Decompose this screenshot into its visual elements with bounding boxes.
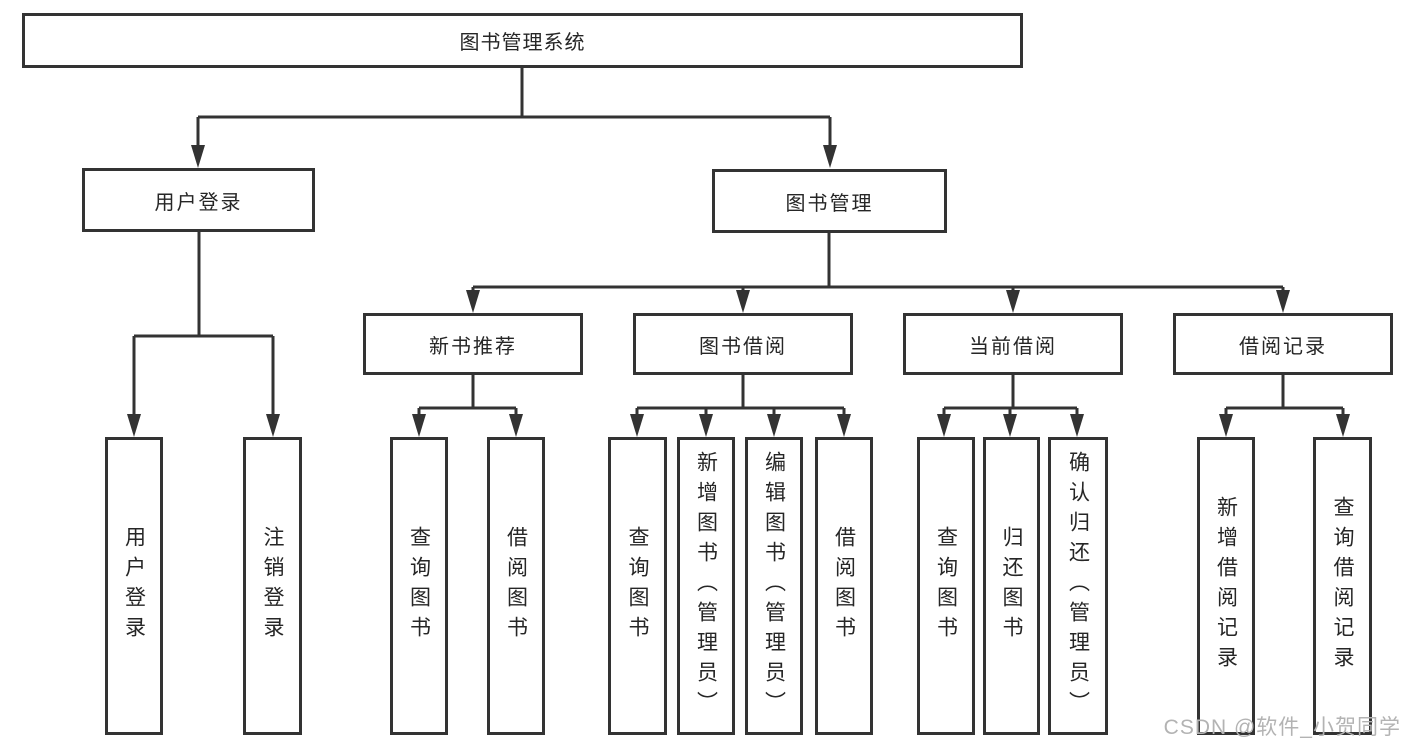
leaf-borrow-query-books-label: 查询图书 — [626, 526, 649, 646]
arrowheads — [127, 145, 1350, 437]
node-book-borrowing-label: 图书借阅 — [699, 335, 787, 358]
leaf-current-query-books-label: 查询图书 — [934, 526, 958, 646]
leaf-borrow-books-label: 借阅图书 — [832, 526, 856, 646]
node-user-login-label: 用户登录 — [154, 191, 243, 214]
leaf-add-books-admin-label: 新增图书（管理员） — [694, 451, 718, 721]
leaf-edit-books-admin: 编辑图书（管理员） — [745, 437, 803, 735]
leaf-current-query-books: 查询图书 — [917, 437, 975, 735]
node-current-borrowing-label: 当前借阅 — [969, 335, 1057, 358]
node-root-system: 图书管理系统 — [22, 13, 1023, 68]
node-book-management: 图书管理 — [712, 169, 947, 233]
leaf-query-borrow-record: 查询借阅记录 — [1313, 437, 1372, 735]
csdn-watermark: CSDN @软件_小贺同学 — [1163, 716, 1401, 739]
leaf-borrow-query-books: 查询图书 — [608, 437, 667, 735]
leaf-return-books-label: 归还图书 — [1000, 526, 1023, 646]
node-new-book-recommend: 新书推荐 — [363, 313, 583, 375]
leaf-newbook-borrow-books-label: 借阅图书 — [504, 526, 528, 646]
leaf-edit-books-admin-label: 编辑图书（管理员） — [762, 451, 786, 721]
node-borrowing-records-label: 借阅记录 — [1239, 335, 1327, 358]
leaf-logout: 注销登录 — [243, 437, 302, 735]
leaf-newbook-borrow-books: 借阅图书 — [487, 437, 545, 735]
leaf-add-borrow-record-label: 新增借阅记录 — [1214, 496, 1238, 676]
leaf-user-login-label: 用户登录 — [122, 526, 146, 646]
leaf-borrow-books: 借阅图书 — [815, 437, 873, 735]
node-book-borrowing: 图书借阅 — [633, 313, 853, 375]
leaf-user-login: 用户登录 — [105, 437, 163, 735]
node-book-management-label: 图书管理 — [785, 192, 874, 215]
node-root-label: 图书管理系统 — [459, 32, 586, 54]
leaf-confirm-return-admin: 确认归还（管理员） — [1048, 437, 1108, 735]
leaf-newbook-query-books: 查询图书 — [390, 437, 448, 735]
node-new-book-recommend-label: 新书推荐 — [429, 335, 517, 358]
node-user-login: 用户登录 — [82, 168, 315, 232]
leaf-return-books: 归还图书 — [983, 437, 1040, 735]
leaf-query-borrow-record-label: 查询借阅记录 — [1331, 496, 1354, 676]
leaf-add-books-admin: 新增图书（管理员） — [677, 437, 735, 735]
leaf-logout-label: 注销登录 — [261, 526, 284, 646]
node-borrowing-records: 借阅记录 — [1173, 313, 1393, 375]
leaf-add-borrow-record: 新增借阅记录 — [1197, 437, 1255, 735]
leaf-confirm-return-admin-label: 确认归还（管理员） — [1066, 451, 1090, 721]
leaf-newbook-query-books-label: 查询图书 — [407, 526, 431, 646]
node-current-borrowing: 当前借阅 — [903, 313, 1123, 375]
